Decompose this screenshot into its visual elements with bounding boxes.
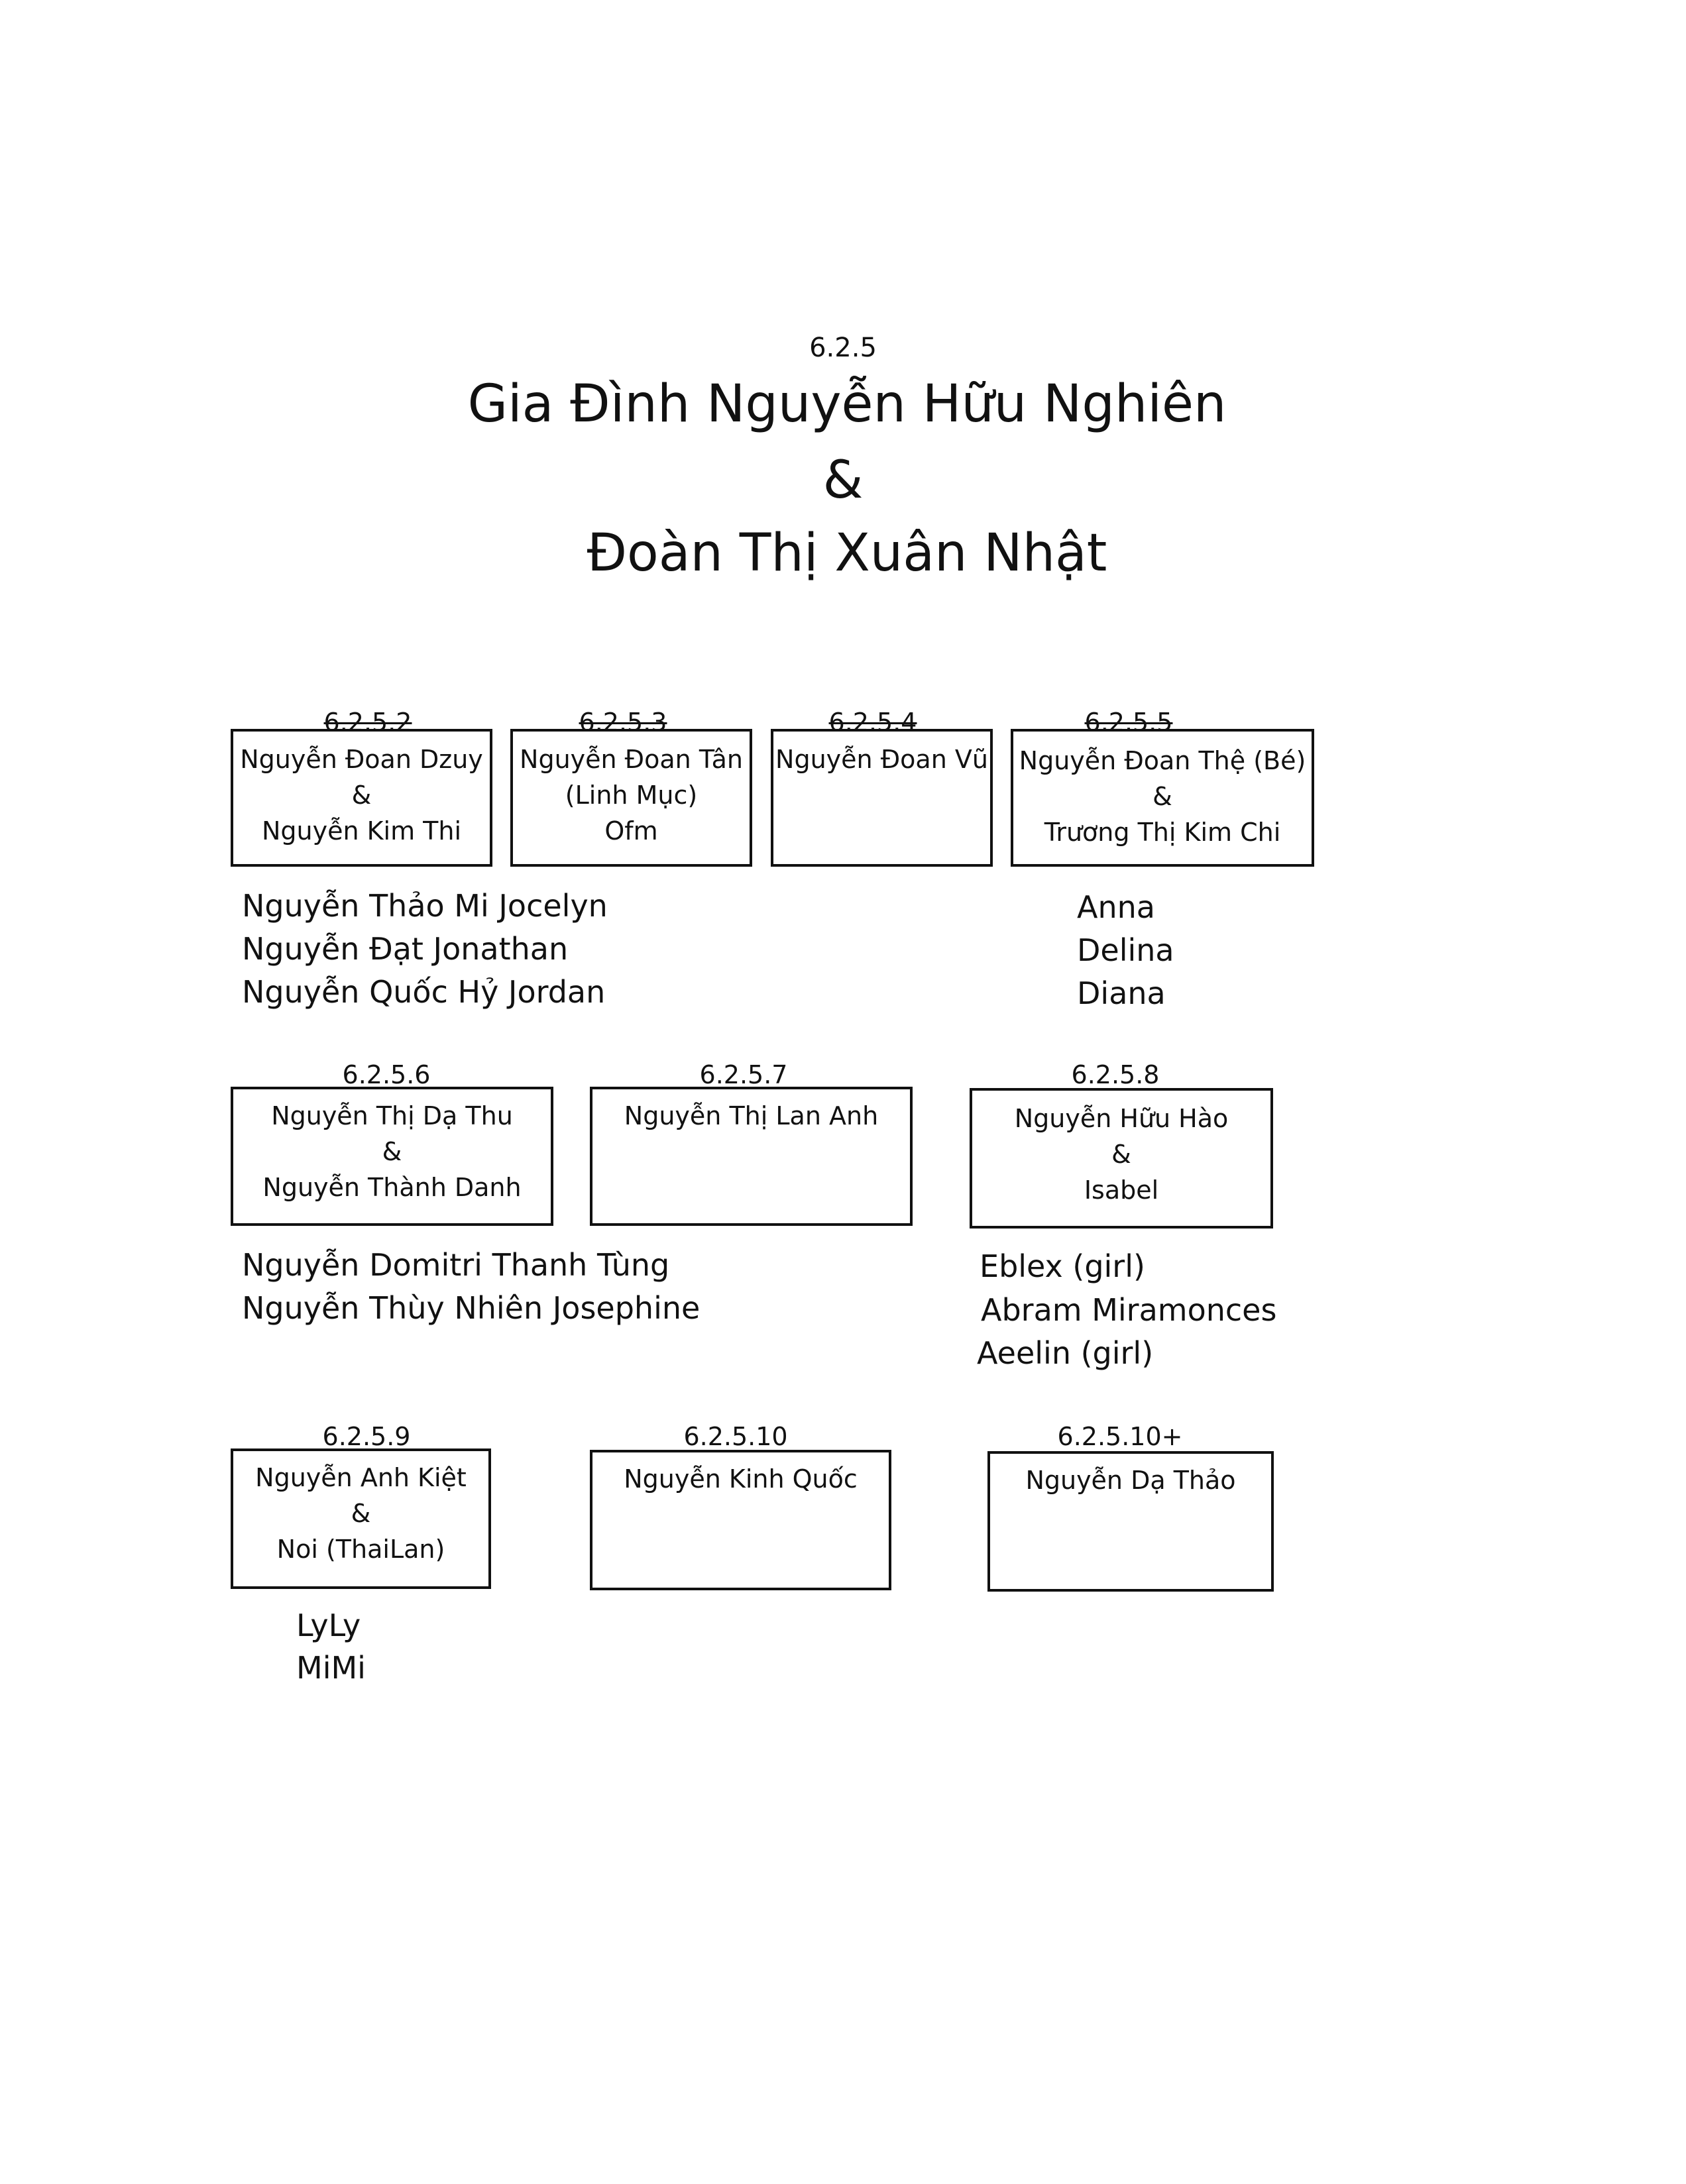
family-box-6-2-5-10-plus: Nguyễn Dạ Thảo [987, 1451, 1274, 1592]
box-name-line: Nguyễn Thị Dạ Thu [271, 1101, 513, 1130]
family-box-6-2-5-4: Nguyễn Đoan Vũ [771, 729, 993, 867]
family-code-6-2-5-9: 6.2.5.9 [322, 1422, 411, 1451]
box-ampersand: & [1111, 1140, 1131, 1169]
child-name: MiMi [296, 1650, 366, 1686]
box-name-line: Nguyễn Đoan Vũ [775, 745, 988, 774]
family-code-6-2-5-6: 6.2.5.6 [342, 1060, 431, 1089]
box-name-line: Noi (ThaiLan) [276, 1535, 445, 1564]
child-name: Nguyễn Thùy Nhiên Josephine [242, 1290, 701, 1326]
box-name-line: Nguyễn Hữu Hào [1014, 1104, 1229, 1133]
child-name: Eblex (girl) [980, 1248, 1145, 1284]
family-code-6-2-5-7: 6.2.5.7 [699, 1060, 788, 1089]
family-box-6-2-5-5: Nguyễn Đoan Thệ (Bé) & Trương Thị Kim Ch… [1011, 729, 1314, 867]
box-note-line: (Linh Mục) [565, 781, 698, 810]
box-note-line: Ofm [604, 816, 658, 846]
family-box-6-2-5-10: Nguyễn Kinh Quốc [590, 1450, 891, 1590]
child-name: LyLy [296, 1608, 361, 1643]
title-line-2: Đoàn Thị Xuân Nhật [587, 523, 1107, 583]
child-name: Aeelin (girl) [977, 1335, 1154, 1371]
box-ampersand: & [351, 781, 372, 810]
child-name: Abram Miramonces [981, 1292, 1277, 1328]
child-name: Anna [1077, 889, 1155, 925]
child-name: Nguyễn Quốc Hỷ Jordan [242, 974, 606, 1010]
title-ampersand: & [822, 451, 864, 510]
family-code-6-2-5-10: 6.2.5.10 [683, 1422, 788, 1451]
child-name: Nguyễn Domitri Thanh Tùng [242, 1247, 670, 1283]
family-code-6-2-5-3: 6.2.5.3 [579, 708, 667, 737]
box-ampersand: & [1152, 782, 1172, 811]
box-name-line: Nguyễn Kim Thi [261, 816, 462, 846]
box-name-line: Trương Thị Kim Chi [1044, 818, 1281, 847]
family-code-6-2-5-4: 6.2.5.4 [828, 708, 917, 737]
box-name-line: Nguyễn Thị Lan Anh [624, 1101, 879, 1130]
box-name-line: Isabel [1084, 1175, 1159, 1205]
family-box-6-2-5-3: Nguyễn Đoan Tân (Linh Mục) Ofm [510, 729, 752, 867]
box-name-line: Nguyễn Dạ Thảo [1025, 1466, 1236, 1495]
family-code-6-2-5-5: 6.2.5.5 [1084, 708, 1173, 737]
family-box-6-2-5-8: Nguyễn Hữu Hào & Isabel [970, 1088, 1273, 1228]
family-code-6-2-5-8: 6.2.5.8 [1071, 1060, 1160, 1089]
child-name: Diana [1077, 975, 1166, 1011]
child-name: Nguyễn Thảo Mi Jocelyn [242, 888, 608, 924]
box-ampersand: & [351, 1499, 371, 1528]
box-name-line: Nguyễn Đoan Tân [520, 745, 743, 774]
title-line-1: Gia Đình Nguyễn Hữu Nghiên [467, 374, 1227, 434]
child-name: Nguyễn Đạt Jonathan [242, 931, 569, 967]
box-name-line: Nguyễn Anh Kiệt [255, 1463, 467, 1492]
family-code-6-2-5-2: 6.2.5.2 [323, 708, 412, 737]
family-box-6-2-5-7: Nguyễn Thị Lan Anh [590, 1087, 913, 1226]
box-name-line: Nguyễn Thành Danh [262, 1173, 522, 1202]
family-box-6-2-5-6: Nguyễn Thị Dạ Thu & Nguyễn Thành Danh [231, 1087, 553, 1226]
box-ampersand: & [382, 1137, 402, 1166]
box-name-line: Nguyễn Đoan Dzuy [240, 745, 483, 774]
family-code: 6.2.5 [809, 333, 877, 363]
child-name: Delina [1077, 932, 1174, 968]
box-name-line: Nguyễn Đoan Thệ (Bé) [1019, 746, 1306, 775]
family-box-6-2-5-9: Nguyễn Anh Kiệt & Noi (ThaiLan) [231, 1448, 491, 1589]
family-code-6-2-5-10-plus: 6.2.5.10+ [1057, 1422, 1183, 1451]
box-name-line: Nguyễn Kinh Quốc [624, 1464, 858, 1494]
family-box-6-2-5-2: Nguyễn Đoan Dzuy & Nguyễn Kim Thi [231, 729, 492, 867]
